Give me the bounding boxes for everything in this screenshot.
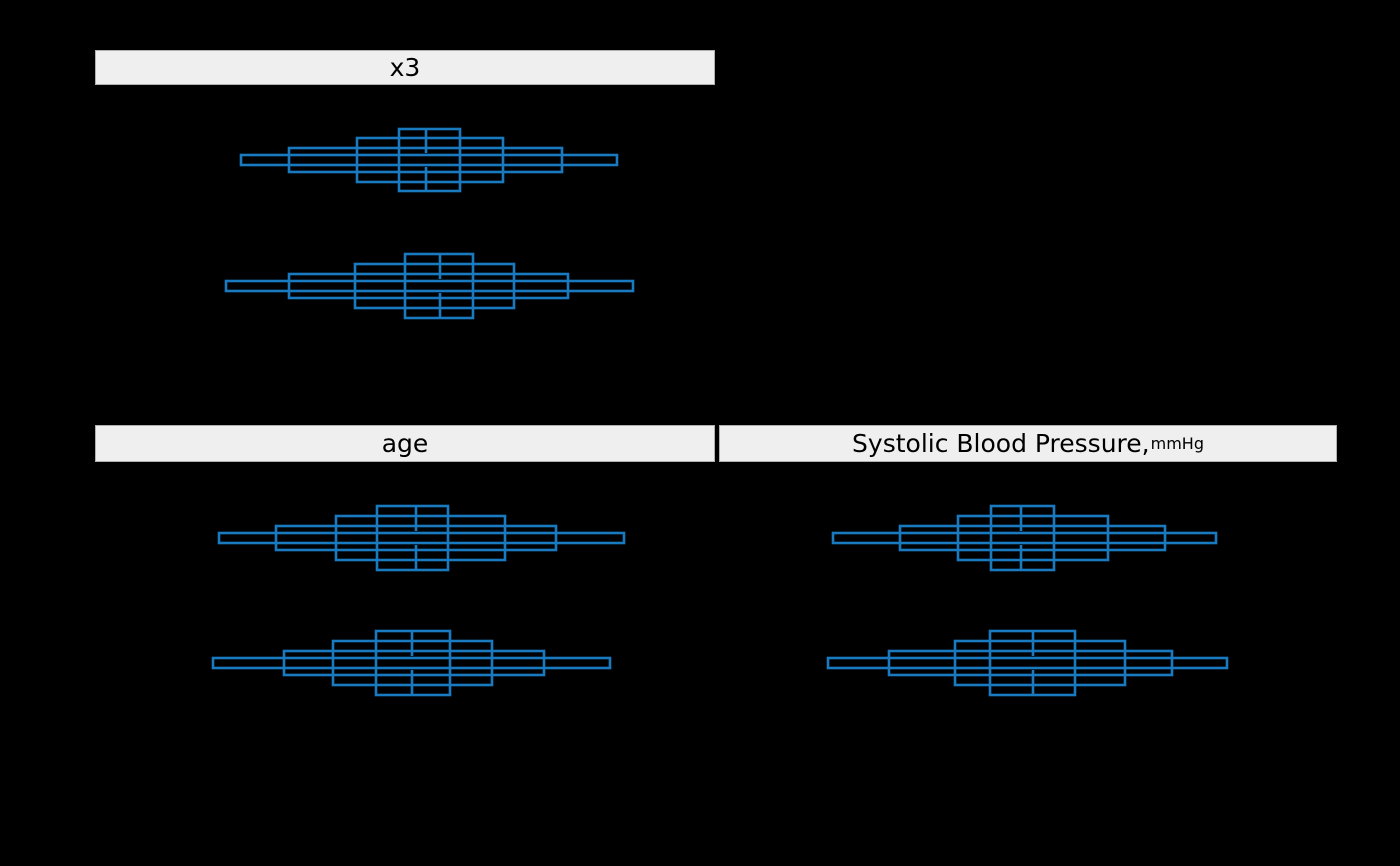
boxen-box-f1-s1-tail <box>211 656 612 670</box>
boxen-box-f2-s0-tail <box>831 531 1218 545</box>
boxen-box-f0-s1-tail <box>224 279 635 293</box>
boxen-box-f2-s1-mid <box>953 639 1127 687</box>
boxen-box-f2-s0-outer <box>898 524 1167 552</box>
boxen-box-f0-s0-innermost <box>397 127 462 193</box>
panel-title-age: age <box>381 429 429 458</box>
boxen-box-f2-s0-mid <box>956 514 1110 562</box>
panel-title-units-mmhg: mmHg <box>1150 433 1204 453</box>
boxen-box-f1-s0-tail <box>217 531 626 545</box>
panel-title-systolic-blood-pressure: Systolic Blood Pressure, <box>852 429 1150 458</box>
panel-header-age: age <box>95 425 715 462</box>
boxen-box-f1-s0-mid <box>334 514 507 562</box>
boxen-box-f2-s0-innermost <box>989 504 1056 572</box>
boxen-box-f0-s0-tail <box>239 153 619 167</box>
boxen-box-f0-s1-mid <box>353 262 516 310</box>
panel-header-systolic-blood-pressure: Systolic Blood Pressure, mmHg <box>719 425 1337 462</box>
boxen-box-f1-s1-outer <box>282 649 546 677</box>
boxen-box-f0-s1-outer <box>287 272 570 300</box>
panel-header-x3: x3 <box>95 50 715 85</box>
boxen-box-f2-s1-tail <box>826 656 1229 670</box>
boxen-box-f2-s1-outer <box>887 649 1174 677</box>
boxen-box-f0-s0-mid <box>355 136 505 184</box>
boxen-box-f1-s0-innermost <box>375 504 450 572</box>
panel-title-x3: x3 <box>389 53 421 82</box>
